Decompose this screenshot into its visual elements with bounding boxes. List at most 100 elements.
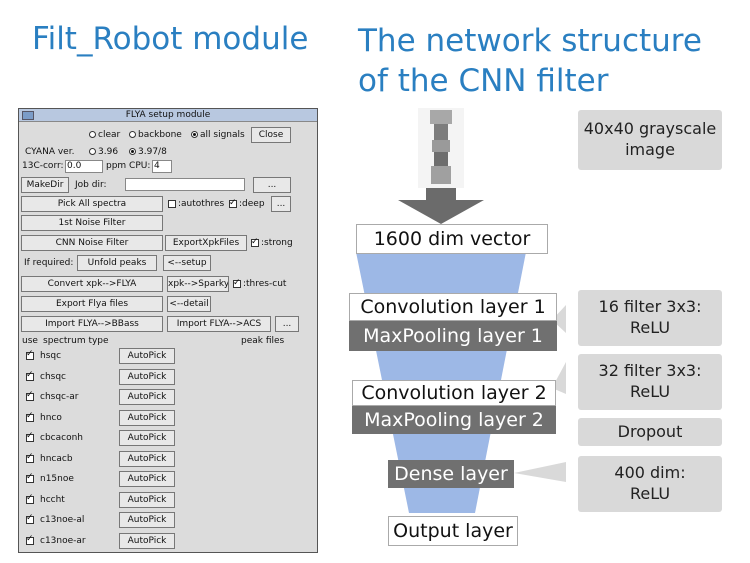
spectrum-use-checkbox[interactable]: [26, 431, 34, 442]
strong-checkbox[interactable]: :strong: [251, 236, 293, 249]
radio-icon: [129, 131, 136, 138]
export-xpk-files-button[interactable]: ExportXpkFiles: [165, 235, 247, 251]
col-spectrum-type-header: spectrum type: [43, 336, 109, 346]
spectrum-use-checkbox[interactable]: [26, 472, 34, 483]
col-peak-files-header: peak files: [241, 336, 285, 346]
spectrum-row: hnco AutoPick: [24, 408, 184, 428]
c13-corr-input[interactable]: 0.0: [65, 160, 103, 173]
spectrum-use-checkbox[interactable]: [26, 513, 34, 524]
autopick-button[interactable]: AutoPick: [119, 471, 175, 487]
deep-options-button[interactable]: ...: [271, 196, 291, 212]
spectrum-name: c13noe-al: [40, 515, 85, 525]
spectrum-name: cbcaconh: [40, 433, 83, 443]
checkbox-checked-icon: [233, 277, 241, 289]
autopick-button[interactable]: AutoPick: [119, 491, 175, 508]
autopick-button[interactable]: AutoPick: [119, 348, 175, 364]
dense-callout-pointer: [514, 462, 566, 482]
spectrum-use-checkbox[interactable]: [26, 534, 34, 545]
radio-cyana-396[interactable]: 3.96: [89, 146, 118, 158]
radio-all-signals[interactable]: all signals: [191, 129, 245, 141]
close-button[interactable]: Close: [251, 127, 291, 143]
conv2-box: Convolution layer 2: [352, 380, 556, 406]
jobdir-browse-button[interactable]: ...: [253, 177, 291, 193]
radio-selected-icon: [129, 148, 136, 155]
spectrum-use-checkbox[interactable]: [26, 370, 34, 381]
spectrum-row: c13noe-al AutoPick: [24, 510, 184, 530]
spectrum-use-checkbox[interactable]: [26, 390, 34, 401]
jobdir-input[interactable]: [125, 178, 245, 191]
jobdir-label: Job dir:: [75, 180, 107, 190]
spectrum-name: chsqc-ar: [40, 392, 79, 402]
spectrum-use-checkbox[interactable]: [26, 452, 34, 463]
checkbox-checked-icon: [251, 236, 259, 248]
radio-selected-icon: [191, 131, 198, 138]
conv2-note: 32 filter 3x3: ReLU: [578, 354, 722, 410]
unfold-peaks-button[interactable]: Unfold peaks: [77, 255, 157, 271]
autopick-button[interactable]: AutoPick: [119, 512, 175, 528]
spectrum-row: c13noe-ar AutoPick: [24, 531, 184, 551]
window-titlebar: FLYA setup module: [19, 109, 317, 122]
conv1-box: Convolution layer 1: [349, 293, 557, 321]
thres-cut-checkbox[interactable]: :thres-cut: [233, 277, 286, 290]
autopick-button[interactable]: AutoPick: [119, 450, 175, 467]
spectrum-use-checkbox[interactable]: [26, 349, 34, 360]
window-menu-icon[interactable]: [22, 111, 34, 120]
dropout-note: Dropout: [578, 418, 722, 446]
flya-setup-window: FLYA setup module clear backbone all sig…: [18, 108, 318, 553]
cpu-input[interactable]: 4: [152, 160, 172, 173]
autothres-label: :autothres: [178, 199, 225, 209]
ppm-cpu-label: ppm CPU:: [106, 161, 151, 171]
vector-box: 1600 dim vector: [356, 224, 548, 254]
pool2-box: MaxPooling layer 2: [352, 406, 556, 434]
export-flya-files-button[interactable]: Export Flya files: [21, 296, 163, 312]
radio-backbone[interactable]: backbone: [129, 129, 182, 141]
autothres-checkbox[interactable]: :autothres: [168, 198, 224, 210]
c13-corr-label: 13C-corr:: [22, 161, 64, 171]
checkbox-icon: [168, 199, 176, 208]
autopick-button[interactable]: AutoPick: [119, 409, 175, 426]
spectrum-name: c13noe-ar: [40, 535, 86, 546]
spectrum-row: n15noe AutoPick: [24, 469, 184, 489]
xpk-sparky-button[interactable]: xpk-->Sparky: [167, 276, 229, 292]
radio-clear[interactable]: clear: [89, 129, 120, 141]
setup-button[interactable]: <--setup: [163, 255, 211, 271]
if-required-label: If required:: [24, 258, 74, 268]
spectrum-name: n15noe: [40, 474, 74, 484]
dense-box: Dense layer: [388, 460, 514, 488]
cyana-v2-label: 3.97/8: [138, 147, 167, 157]
right-title-line1: The network structure: [358, 23, 702, 59]
down-arrow-icon: [398, 188, 484, 224]
deep-checkbox[interactable]: :deep: [229, 197, 265, 210]
first-noise-filter-button[interactable]: 1st Noise Filter: [21, 215, 163, 231]
spectrum-use-checkbox[interactable]: [26, 411, 34, 422]
makedir-button[interactable]: MakeDir: [21, 177, 69, 193]
detail-button[interactable]: <--detail: [167, 296, 211, 312]
spectrum-use-checkbox[interactable]: [26, 493, 34, 504]
radio-all-label: all signals: [200, 130, 245, 140]
conv1-note: 16 filter 3x3: ReLU: [578, 290, 722, 346]
autopick-button[interactable]: AutoPick: [119, 389, 175, 405]
left-title: Filt_Robot module: [32, 21, 309, 57]
input-image-icon: [430, 110, 452, 184]
deep-label: :deep: [239, 199, 265, 209]
strong-label: :strong: [261, 238, 293, 248]
autopick-button[interactable]: AutoPick: [119, 368, 175, 385]
cnn-noise-filter-button[interactable]: CNN Noise Filter: [21, 235, 163, 251]
radio-backbone-label: backbone: [138, 130, 182, 140]
spectrum-name: hnco: [40, 412, 62, 423]
import-options-button[interactable]: ...: [275, 316, 299, 332]
import-flya-acs-button[interactable]: Import FLYA-->ACS: [167, 316, 271, 332]
import-flya-bbass-button[interactable]: Import FLYA-->BBass: [21, 316, 163, 332]
radio-cyana-397[interactable]: 3.97/8: [129, 146, 167, 158]
pick-all-spectra-button[interactable]: Pick All spectra: [21, 196, 163, 212]
conv1-callout-pointer: [552, 305, 566, 333]
autopick-button[interactable]: AutoPick: [119, 532, 175, 549]
autopick-button[interactable]: AutoPick: [119, 430, 175, 446]
convert-xpk-flya-button[interactable]: Convert xpk-->FLYA: [21, 276, 163, 292]
checkbox-checked-icon: [229, 197, 237, 209]
right-title-line2: of the CNN filter: [358, 63, 609, 99]
cyana-label: CYANA ver.: [25, 147, 75, 157]
radio-icon: [89, 131, 96, 138]
